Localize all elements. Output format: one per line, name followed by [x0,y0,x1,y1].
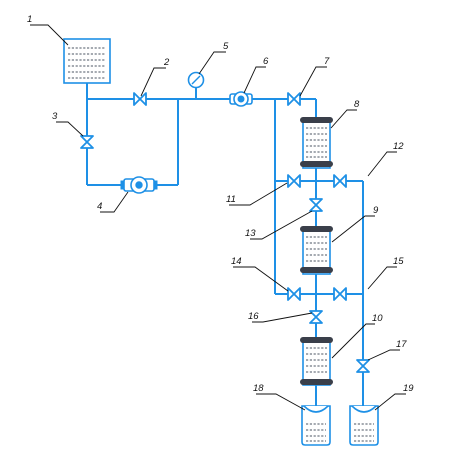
pump-4 [120,176,158,194]
label-4: 4 [97,201,102,212]
valve-11-icon [287,174,301,188]
valve-15-icon [333,287,347,301]
column-10 [300,337,333,386]
label-16: 16 [248,311,259,322]
label-13: 13 [245,228,256,239]
valve-17-icon [356,359,370,373]
label-15: 15 [393,256,404,267]
valve-14-icon [287,287,301,301]
label-1: 1 [27,14,32,25]
vessel-19 [349,405,379,446]
valve-3-icon [80,135,94,149]
valves [80,92,370,373]
label-2: 2 [163,57,170,68]
valve-12-icon [333,174,347,188]
vessel-18 [301,405,331,446]
label-7: 7 [324,56,330,67]
leader-lines [30,24,406,411]
label-11: 11 [226,194,236,205]
label-19: 19 [403,383,414,394]
label-17: 17 [396,339,407,350]
label-14: 14 [231,256,242,267]
label-8: 8 [354,99,360,110]
label-6: 6 [263,56,269,67]
label-12: 12 [393,141,404,152]
label-9: 9 [373,205,379,216]
feed-tank [63,38,111,84]
valve-7-icon [287,92,301,106]
valve-16-icon [309,310,323,324]
label-18: 18 [253,383,264,394]
pump-6 [229,91,253,107]
pressure-gauge-icon [187,71,205,89]
callout-labels: 1 2 3 4 5 6 7 8 9 10 11 12 13 14 15 16 1… [27,14,414,394]
label-10: 10 [372,313,383,324]
label-5: 5 [223,41,229,52]
column-8 [300,117,333,169]
valve-13-icon [309,198,323,212]
valve-2-icon [133,92,147,106]
column-9 [300,226,333,275]
label-3: 3 [52,111,58,122]
